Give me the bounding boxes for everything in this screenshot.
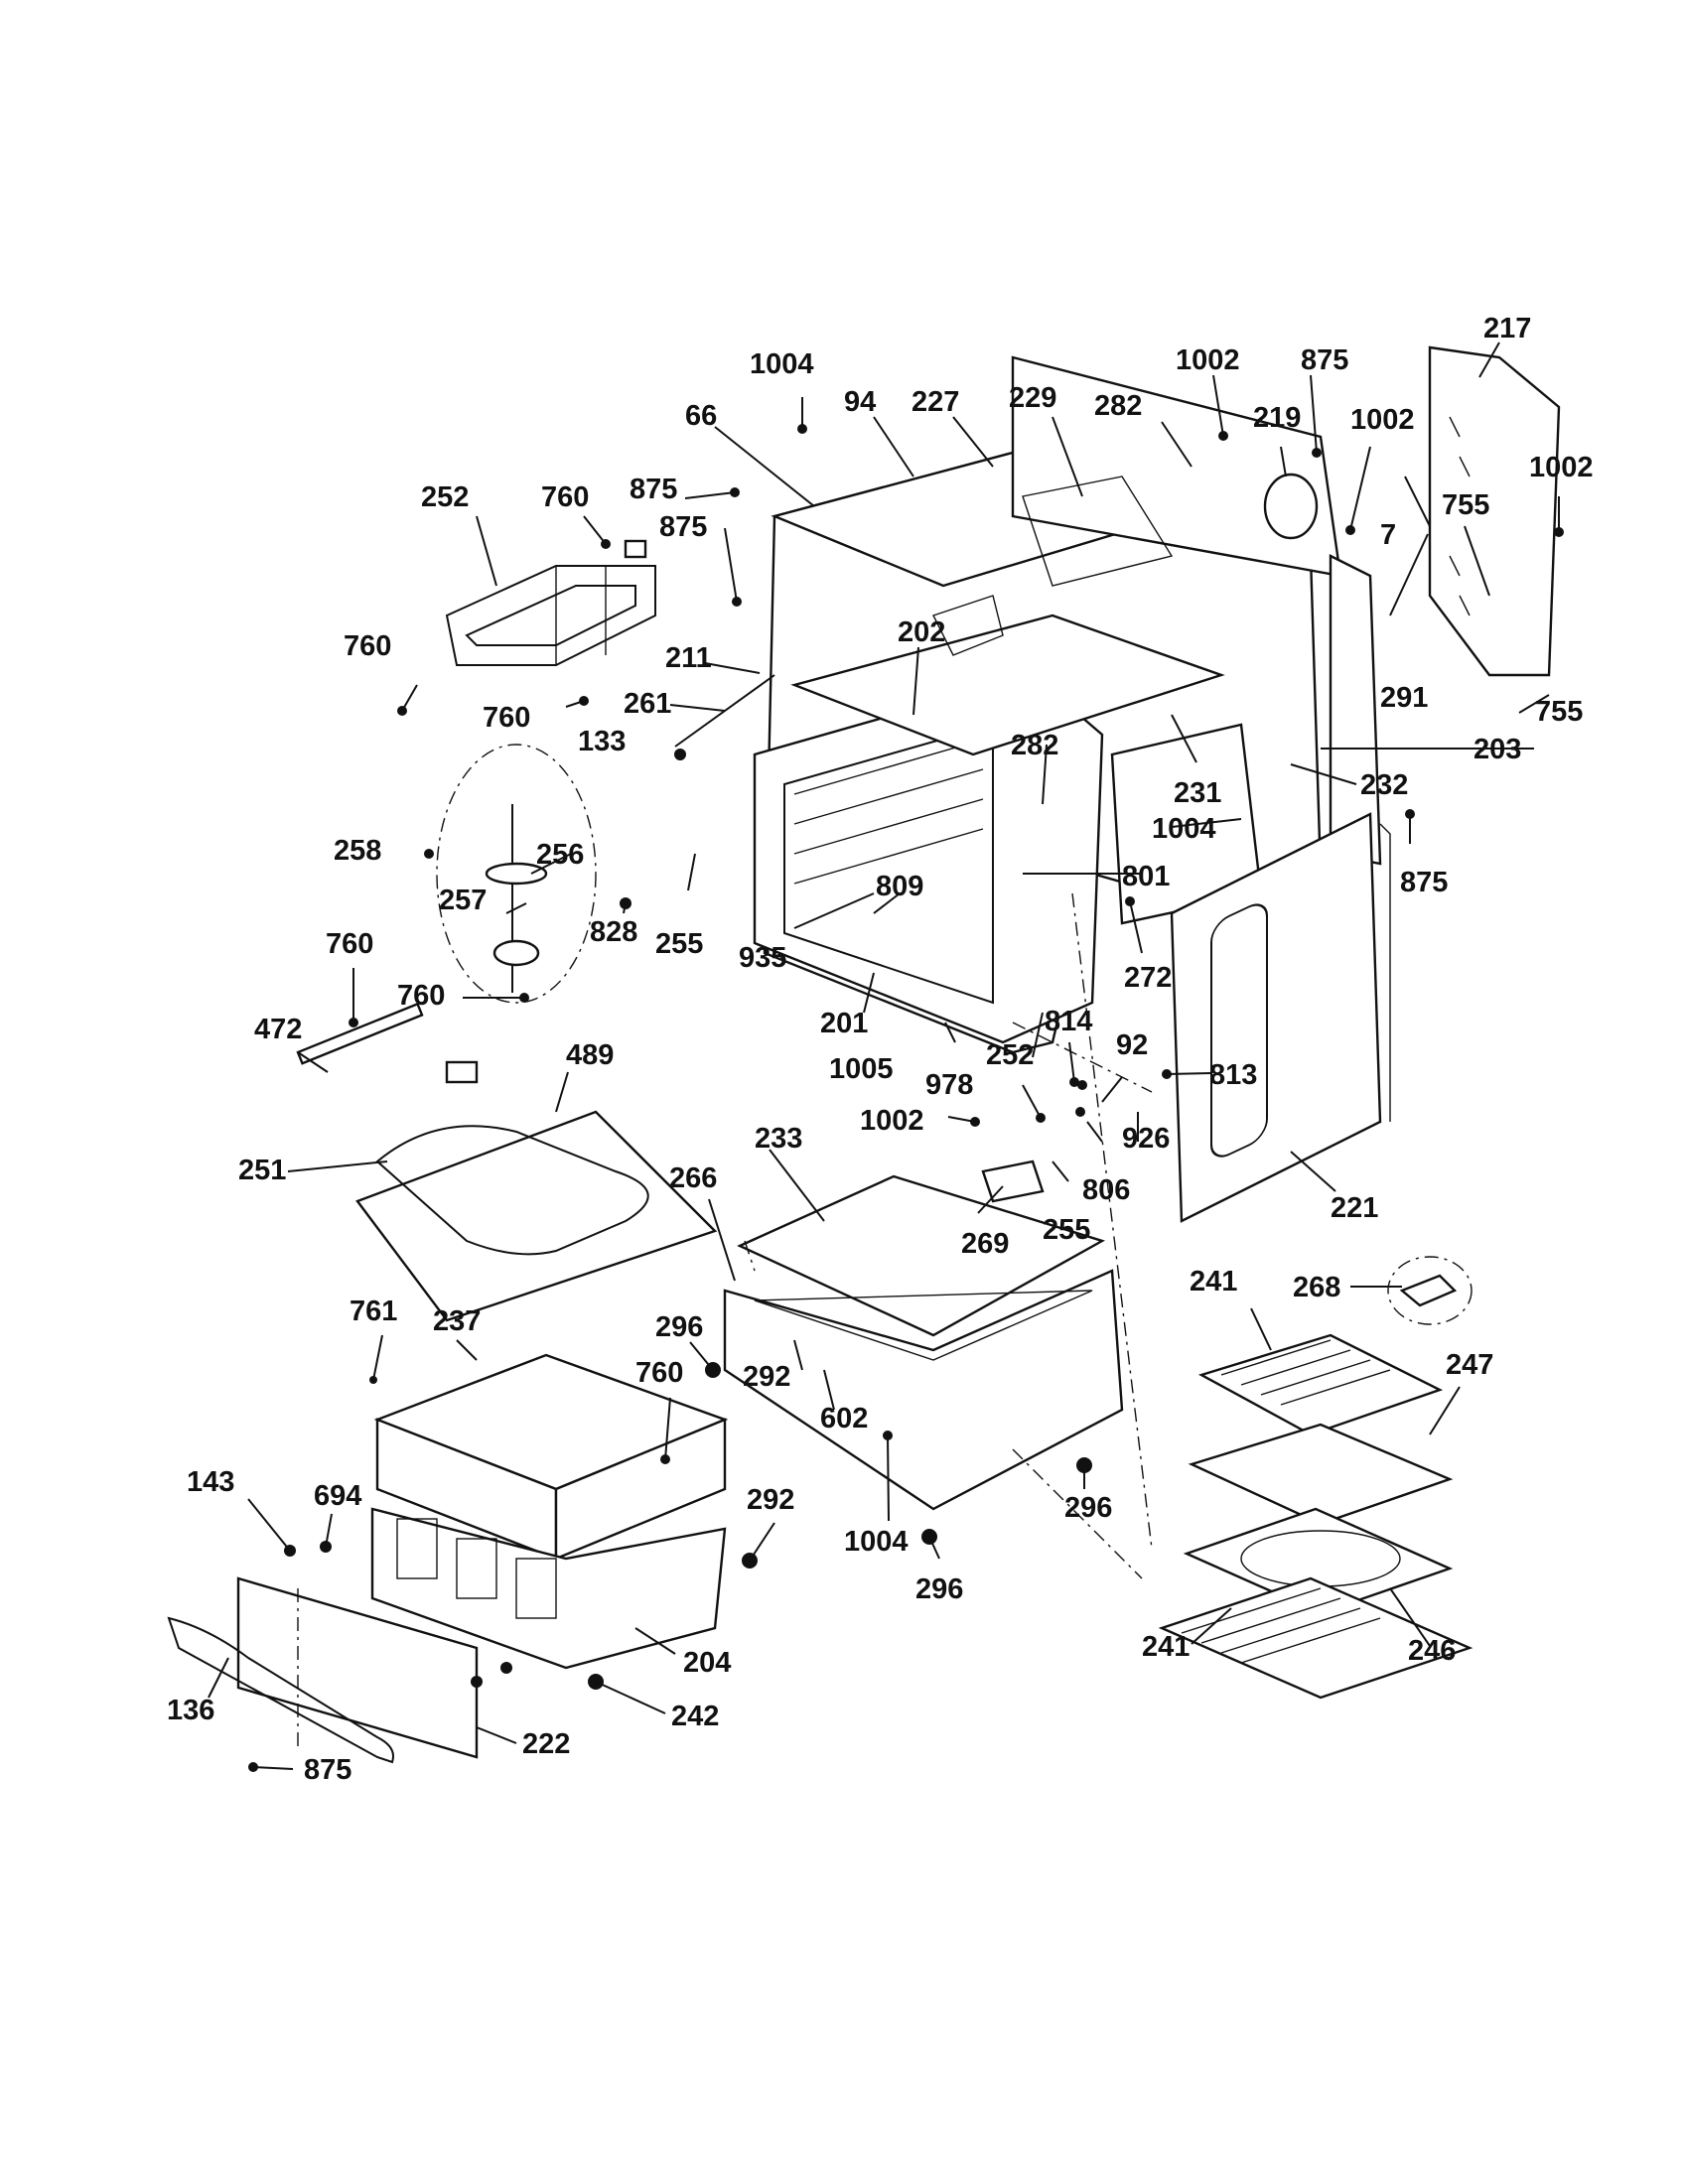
callout-label: 813 [1209, 1059, 1257, 1091]
callout-label: 292 [747, 1484, 794, 1516]
callout-label: 251 [238, 1155, 286, 1186]
callout-label: 231 [1174, 777, 1221, 809]
callout-label: 1002 [860, 1105, 924, 1137]
callout-label: 926 [1122, 1123, 1170, 1155]
callout-label: 489 [566, 1039, 614, 1071]
callout-label: 760 [397, 980, 445, 1012]
callout-label: 875 [1400, 867, 1448, 898]
callout-label: 282 [1011, 730, 1058, 761]
callout-label: 760 [635, 1357, 683, 1389]
callout-label: 1002 [1176, 344, 1240, 376]
callout-label: 219 [1253, 402, 1301, 434]
callout-label: 760 [344, 630, 391, 662]
callout-label: 292 [743, 1361, 790, 1393]
callout-label: 252 [421, 481, 469, 513]
callout-label: 1004 [750, 348, 814, 380]
callout-label: 7 [1380, 519, 1396, 551]
callout-label: 269 [961, 1228, 1009, 1260]
callout-label: 935 [739, 942, 786, 974]
callout-label: 1002 [1529, 452, 1594, 483]
callout-label: 232 [1360, 769, 1408, 801]
callout-label: 268 [1293, 1272, 1340, 1303]
callout-label: 291 [1380, 682, 1428, 714]
rear-panel-217 [1428, 345, 1561, 677]
callout-label: 202 [898, 616, 945, 648]
callout-label: 875 [630, 474, 677, 505]
callout-label: 296 [655, 1311, 703, 1343]
callout-label: 221 [1331, 1192, 1378, 1224]
callout-label: 201 [820, 1008, 868, 1039]
callout-label: 1005 [829, 1053, 894, 1085]
callout-label: 1004 [1152, 813, 1216, 845]
callout-label: 241 [1190, 1266, 1237, 1297]
callout-label: 809 [876, 871, 923, 902]
callout-label: 978 [925, 1069, 973, 1101]
callout-label: 136 [167, 1695, 214, 1726]
callout-label: 133 [578, 726, 626, 757]
callout-label: 296 [915, 1573, 963, 1605]
callout-label: 258 [334, 835, 381, 867]
callout-label: 237 [433, 1305, 481, 1337]
callout-label: 875 [1301, 344, 1348, 376]
callout-label: 1004 [844, 1526, 909, 1558]
callout-label: 761 [350, 1296, 397, 1327]
callout-label: 755 [1535, 696, 1583, 728]
callout-label: 828 [590, 916, 637, 948]
callout-label: 211 [665, 642, 712, 674]
callout-label: 755 [1442, 489, 1489, 521]
drawer-assembly [167, 1353, 729, 1764]
callout-label: 472 [254, 1014, 302, 1045]
callout-label: 257 [439, 885, 487, 916]
callout-label: 227 [912, 386, 959, 418]
callout-label: 255 [1043, 1214, 1090, 1246]
callout-label: 814 [1045, 1006, 1092, 1037]
callout-label: 92 [1116, 1029, 1148, 1061]
callout-label: 261 [624, 688, 671, 720]
callout-label: 252 [986, 1039, 1034, 1071]
callout-label: 694 [314, 1480, 361, 1512]
callout-label: 204 [683, 1647, 731, 1679]
bake-element-489 [296, 1002, 718, 1322]
reference-lines [297, 892, 1153, 1747]
callout-label: 296 [1064, 1492, 1112, 1524]
callout-label: 246 [1408, 1635, 1456, 1667]
callout-label: 1002 [1350, 404, 1415, 436]
callout-label: 94 [844, 386, 876, 418]
leader-lines [208, 341, 1560, 1770]
callout-label: 602 [820, 1403, 868, 1434]
oven-body-assembly [753, 355, 1382, 1054]
callout-label: 282 [1094, 390, 1142, 422]
callout-label: 256 [536, 839, 584, 871]
callout-label: 266 [669, 1162, 717, 1194]
callout-label: 241 [1142, 1631, 1190, 1663]
broil-element-252 [445, 539, 656, 666]
callout-label: 801 [1122, 861, 1170, 892]
detail-oval-258 [436, 744, 597, 1004]
callout-label: 806 [1082, 1174, 1130, 1206]
callout-label: 203 [1474, 734, 1521, 765]
callout-label: 217 [1483, 313, 1531, 344]
callout-label: 247 [1446, 1349, 1493, 1381]
callout-label: 233 [755, 1123, 802, 1155]
oven-racks [1158, 1256, 1474, 1700]
callout-label: 66 [685, 400, 717, 432]
callout-label: 875 [304, 1754, 351, 1786]
callout-label: 760 [541, 481, 589, 513]
side-panel-221 [1170, 812, 1391, 1223]
callout-label: 143 [187, 1466, 234, 1498]
callout-label: 255 [655, 928, 703, 960]
callout-label: 242 [671, 1701, 719, 1732]
callout-labels: 1004 94 227 229 282 1002 875 217 66 875 … [167, 313, 1594, 1786]
callout-label: 229 [1009, 382, 1056, 414]
callout-label: 760 [483, 702, 530, 734]
callout-label: 272 [1124, 962, 1172, 994]
callout-label: 760 [326, 928, 373, 960]
callout-label: 222 [522, 1728, 570, 1760]
callout-label: 875 [659, 511, 707, 543]
oven-bottom-233 [723, 1160, 1124, 1511]
